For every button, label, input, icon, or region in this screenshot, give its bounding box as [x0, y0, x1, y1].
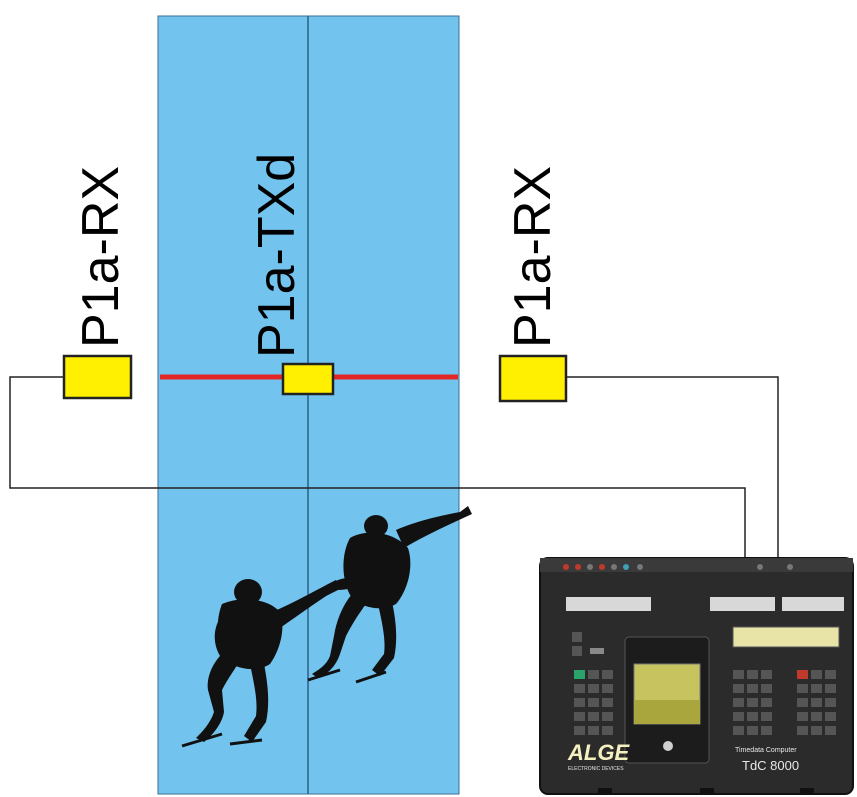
- label-strip-middle: [710, 597, 775, 611]
- center-transmitter-photocell: [281, 362, 335, 396]
- center-transmitter-label: P1a-TXd: [248, 153, 306, 358]
- alge-logo: ALGE: [567, 740, 630, 765]
- alge-logo-subtitle: ELECTRONIC DEVICES: [568, 766, 624, 772]
- device-top-edge: [540, 558, 853, 572]
- keypad-left: [574, 670, 613, 735]
- keypad-right: [797, 670, 836, 735]
- left-receiver-photocell: [62, 354, 133, 400]
- connector-sockets: [563, 564, 793, 570]
- right-receiver-photocell: [498, 354, 568, 403]
- label-strip-right: [782, 597, 844, 611]
- model-name: TdC 8000: [742, 758, 799, 773]
- printer-lock: [663, 741, 673, 751]
- left-receiver-label: P1a-RX: [72, 166, 130, 348]
- cable-right-receiver: [566, 376, 779, 560]
- keypad-middle: [733, 670, 772, 735]
- right-receiver-label: P1a-RX: [504, 166, 562, 348]
- tdc8000-timing-device: ALGE ELECTRONIC DEVICES Timedata Compute…: [539, 557, 854, 795]
- model-caption: Timedata Computer: [735, 747, 797, 754]
- lcd-display: [732, 626, 840, 648]
- cable-left-receiver: [9, 376, 746, 560]
- label-strip-left: [566, 597, 651, 611]
- skater-silhouette-right: [307, 506, 472, 684]
